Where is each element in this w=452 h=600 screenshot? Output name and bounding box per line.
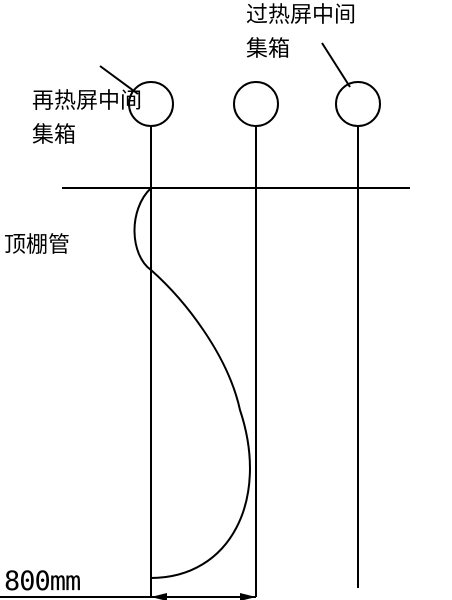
dimension-arrow-left [151,593,167,600]
superheat-header-label-line1: 过热屏中间 [246,3,357,28]
dimension-arrow-right [240,593,256,600]
deformed-tube-curve [133,187,251,579]
superheat-header-circle-2 [335,81,381,127]
reheat-header-label-line1: 再热屏中间 [32,89,143,114]
superheat-header-circle-1 [233,81,279,127]
dimension-label: 800mm [4,566,81,597]
roof-tube-label: 顶棚管 [4,233,71,258]
reheat-leader-line [99,65,139,95]
superheat-header-label-line2: 集箱 [246,37,291,62]
superheat-leader-line [321,42,351,88]
reheat-header-label-line2: 集箱 [32,123,77,148]
